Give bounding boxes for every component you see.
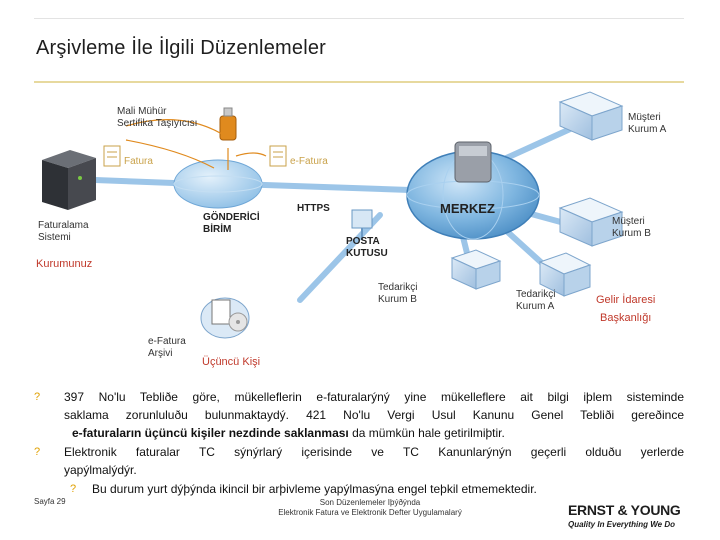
label-arsiv-1: e-Fatura: [148, 336, 186, 347]
label-arsiv-2: Arşivi: [148, 348, 173, 359]
top-rule: [34, 18, 684, 19]
usb-token-icon: [219, 107, 237, 141]
sub-bullet-marker: ?: [70, 483, 77, 495]
bullet-1-rest-text: da mümkün hale getirilmiþtir.: [348, 426, 505, 440]
mailbox-icon: [351, 209, 373, 240]
bullet-1-line-1: 397 No'lu Tebliðe göre, mükelleflerin e-…: [64, 390, 684, 404]
label-posta-2: KUTUSU: [346, 248, 388, 259]
footer-line-2: Elektronik Fatura ve Elektronik Defter U…: [278, 508, 462, 517]
page-number: Sayfa 29: [34, 497, 66, 506]
label-sertifika: Sertifika Taşıyıcısı: [117, 118, 198, 129]
gonderici-globe: [173, 159, 263, 209]
building-tedarikci-a-icon: [538, 252, 592, 297]
label-faturalama-2: Sistemi: [38, 232, 71, 243]
efatura-doc-icon: [269, 145, 287, 167]
title-underline: [34, 81, 684, 83]
label-gonderici-2: BİRİM: [203, 224, 232, 235]
building-tedarikci-b-icon: [450, 249, 502, 290]
label-mali-muhur: Mali Mühür: [117, 106, 167, 117]
label-gonderici-1: GÖNDERİCİ: [203, 212, 260, 223]
bullet-marker: ?: [34, 391, 41, 403]
bullet-1-line-2: saklama zorunluluðu bulunmaktaydý. 421 N…: [64, 408, 684, 422]
label-ucuncu-kisi: Üçüncü Kişi: [202, 356, 261, 368]
label-tedarikci-a-1: Tedarikçi: [516, 289, 556, 300]
bullet-2-line-1: Elektronik faturalar TC sýnýrlarý içeris…: [64, 445, 684, 459]
label-tedarikci-b-2: Kurum B: [378, 294, 417, 305]
label-gelir-1: Gelir İdaresi: [596, 294, 656, 306]
label-tedarikci-a-2: Kurum A: [516, 301, 555, 312]
label-gelir-2: Başkanlığı: [600, 312, 652, 324]
label-musteri-a-2: Kurum A: [628, 124, 667, 135]
building-musteri-b-icon: [558, 197, 624, 247]
label-posta-1: POSTA: [346, 236, 380, 247]
network-diagram: [42, 91, 624, 339]
bullet-1-line-3: e-faturaların üçüncü kişiler nezdinde sa…: [72, 424, 684, 442]
label-faturalama-1: Faturalama: [38, 220, 89, 231]
label-fatura: Fatura: [124, 156, 153, 167]
logo-wordmark: ERNST & YOUNG: [568, 502, 681, 518]
merkez-hub: [406, 141, 540, 240]
label-merkez: MERKEZ: [440, 201, 495, 216]
label-musteri-b-1: Müşteri: [612, 216, 645, 227]
bullet-marker: ?: [34, 446, 41, 458]
server-icon: [42, 150, 96, 210]
fatura-doc-icon: [103, 145, 121, 167]
page-title: Arşivleme İle İlgili Düzenlemeler: [36, 37, 327, 59]
bullet-2-line-2: yapýlmalýdýr.: [64, 463, 137, 477]
label-musteri-a-1: Müşteri: [628, 112, 661, 123]
ernst-young-logo: ERNST & YOUNG Quality In Everything We D…: [568, 502, 688, 529]
label-https: HTTPS: [297, 203, 330, 214]
footer-line-1: Son Düzenlemeler Iþýðýnda: [319, 498, 421, 507]
building-musteri-a-icon: [558, 91, 624, 141]
bullet-1-bold-text: e-faturaların üçüncü kişiler nezdinde sa…: [72, 426, 349, 440]
label-efatura: e-Fatura: [290, 156, 328, 167]
label-kurumunuz: Kurumunuz: [36, 258, 93, 270]
archive-disc-icon: [200, 297, 250, 339]
sub-bullet-text: Bu durum yurt dýþýnda ikincil bir arþivl…: [92, 482, 537, 496]
label-musteri-b-2: Kurum B: [612, 228, 651, 239]
footer-center: Son Düzenlemeler Iþýðýnda Elektronik Fat…: [250, 498, 490, 518]
logo-tagline: Quality In Everything We Do: [568, 520, 675, 529]
label-tedarikci-b-1: Tedarikçi: [378, 282, 418, 293]
